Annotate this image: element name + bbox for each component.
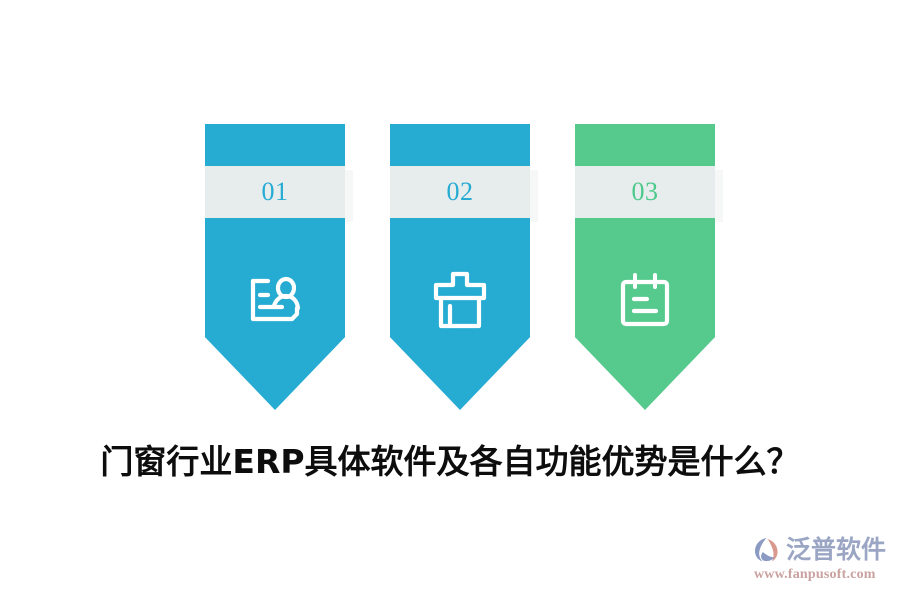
- page-title: 门窗行业ERP具体软件及各自功能优势是什么？: [100, 442, 800, 481]
- banner-01[interactable]: 01: [205, 124, 353, 410]
- banner-02[interactable]: 02: [390, 124, 538, 410]
- banner-02-number: 02: [446, 177, 474, 206]
- banner-01-number: 01: [261, 177, 289, 206]
- banner-01-number-band: 01: [205, 166, 345, 218]
- banner-03-band-shadow: [715, 170, 723, 222]
- banner-03-number-band: 03: [575, 166, 715, 218]
- fanpu-swirl-logo-icon: [752, 535, 782, 565]
- watermark-brand-name: 泛普软件: [786, 535, 887, 564]
- banner-02-band-shadow: [530, 170, 538, 222]
- watermark: 泛普软件 www.fanpusoft.com: [752, 533, 892, 587]
- banner-03-number: 03: [631, 177, 659, 206]
- banner-02-number-band: 02: [390, 166, 530, 218]
- banner-group: 01 02: [0, 124, 900, 410]
- storefront-shop-icon: [390, 264, 530, 336]
- banner-03[interactable]: 03: [575, 124, 723, 410]
- banner-01-band-shadow: [345, 170, 353, 222]
- notepad-lines-icon: [575, 264, 715, 336]
- id-card-person-icon: [205, 264, 345, 336]
- watermark-url: www.fanpusoft.com: [754, 567, 876, 582]
- watermark-brand-row: 泛普软件: [752, 533, 886, 567]
